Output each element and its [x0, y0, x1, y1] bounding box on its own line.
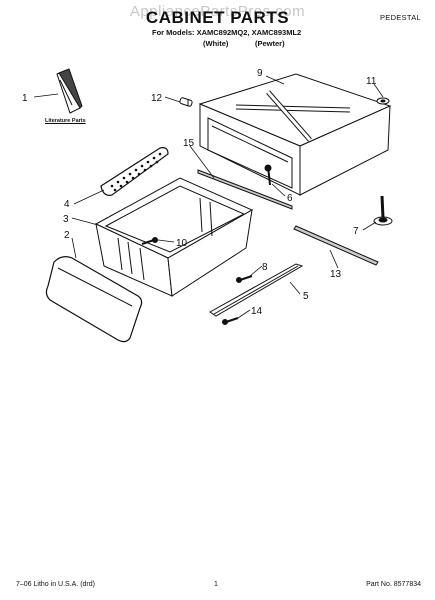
print-info: 7–06 Litho in U.S.A. (drd) — [16, 581, 95, 588]
callout-13: 13 — [330, 269, 342, 280]
drawer-screw — [141, 237, 158, 245]
page-title: CABINET PARTS — [145, 8, 290, 27]
page-number: 1 — [214, 581, 218, 588]
models-line: For Models: XAMC892MQ2, XAMC893ML2 — [152, 28, 302, 37]
callout-8: 8 — [262, 262, 268, 273]
callout-14: 14 — [251, 306, 263, 317]
pedestal-cabinet — [198, 73, 392, 196]
corner-label: PEDESTAL — [379, 13, 421, 22]
rail-screw-lower — [222, 317, 239, 325]
callout-11: 11 — [366, 76, 377, 87]
callout-15: 15 — [183, 138, 195, 149]
small-plug — [179, 97, 193, 107]
leader-lines — [33, 75, 384, 319]
callout-2: 2 — [64, 230, 70, 241]
variant-pewter: (Pewter) — [255, 39, 285, 48]
variant-white: (White) — [203, 39, 229, 48]
callout-5: 5 — [303, 291, 309, 302]
slide-rail — [209, 263, 304, 317]
drawer-front — [45, 256, 143, 343]
callout-4: 4 — [64, 199, 70, 210]
callout-1: 1 — [22, 93, 28, 104]
leveling-leg — [373, 195, 393, 226]
callout-7: 7 — [353, 226, 359, 237]
trim-strip-lower — [293, 225, 379, 266]
callout-3: 3 — [63, 214, 69, 225]
callout-6: 6 — [287, 193, 293, 204]
callout-9: 9 — [257, 68, 263, 79]
callout-10: 10 — [176, 238, 188, 249]
drawer-handle-panel — [100, 147, 169, 196]
part-number: Part No. 8577834 — [366, 581, 421, 588]
cabinet-screw — [264, 164, 272, 186]
callout-12: 12 — [151, 93, 163, 104]
trim-strip-upper — [197, 169, 293, 210]
rail-screw-upper — [236, 275, 253, 283]
literature-booklet — [56, 68, 83, 114]
literature-parts-label: Literature Parts — [45, 118, 86, 124]
drawer-bin — [94, 177, 254, 297]
watermark: AppliancePartsPros.com — [129, 3, 306, 20]
